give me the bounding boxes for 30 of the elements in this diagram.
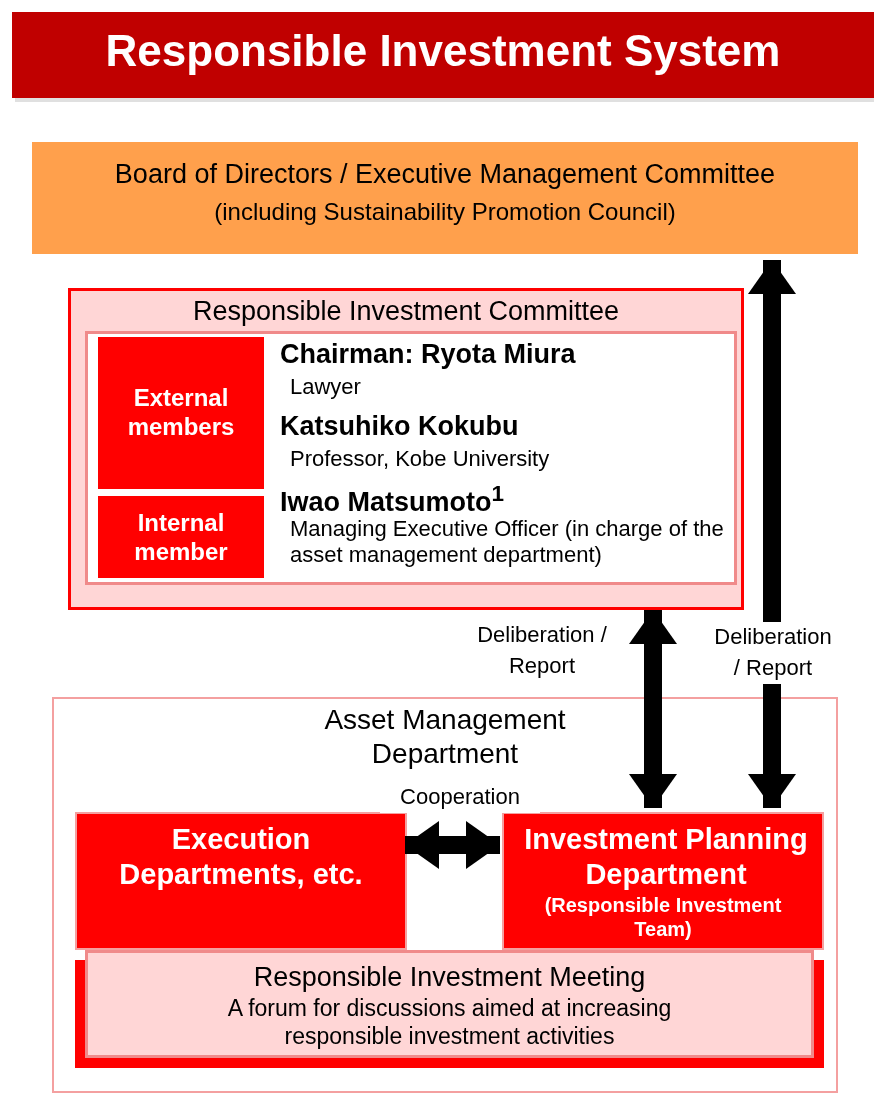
member-category-box (98, 337, 264, 489)
box-label: External members (126, 383, 236, 442)
double-arrow (748, 260, 796, 808)
box-label: Board of Directors / Executive Management Committee (113, 158, 777, 191)
department-box (502, 812, 824, 950)
panel-heading: Asset Management Department (323, 703, 567, 772)
panel-heading: Responsible Investment Committee (191, 295, 621, 328)
box-subtext: (including Sustainability Promotion Council) (213, 196, 677, 227)
department-box (75, 812, 407, 950)
title: Responsible Investment System (104, 26, 782, 76)
edge-label: Deliberation / Report (714, 622, 832, 684)
member-name: Chairman: Ryota Miura (280, 338, 577, 371)
member-role: Managing Executive Officer (in charge of the asset management department) (289, 516, 725, 569)
board-box (32, 142, 858, 254)
box-label: Responsible Investment Meeting (252, 961, 647, 994)
double-arrow (405, 821, 500, 869)
box-label: Execution Departments, etc. (118, 822, 364, 893)
member-name: Katsuhiko Kokubu (280, 410, 520, 443)
box-subtext: A forum for discussions aimed at increasing responsible investment activities (226, 993, 673, 1051)
box-subtext: (Responsible Investment Team) (543, 892, 783, 942)
department-panel (52, 697, 838, 1093)
member-role: Lawyer (289, 374, 362, 401)
box-label: Internal member (133, 508, 229, 567)
member-category-box (98, 496, 264, 578)
member-role: Professor, Kobe University (289, 446, 551, 473)
member-name: Iwao Matsumoto$^{1}$ (280, 480, 506, 519)
double-arrow (629, 610, 677, 808)
members-box (85, 331, 737, 585)
committee-panel (68, 288, 744, 610)
box-label: Investment Planning Department (523, 822, 809, 893)
